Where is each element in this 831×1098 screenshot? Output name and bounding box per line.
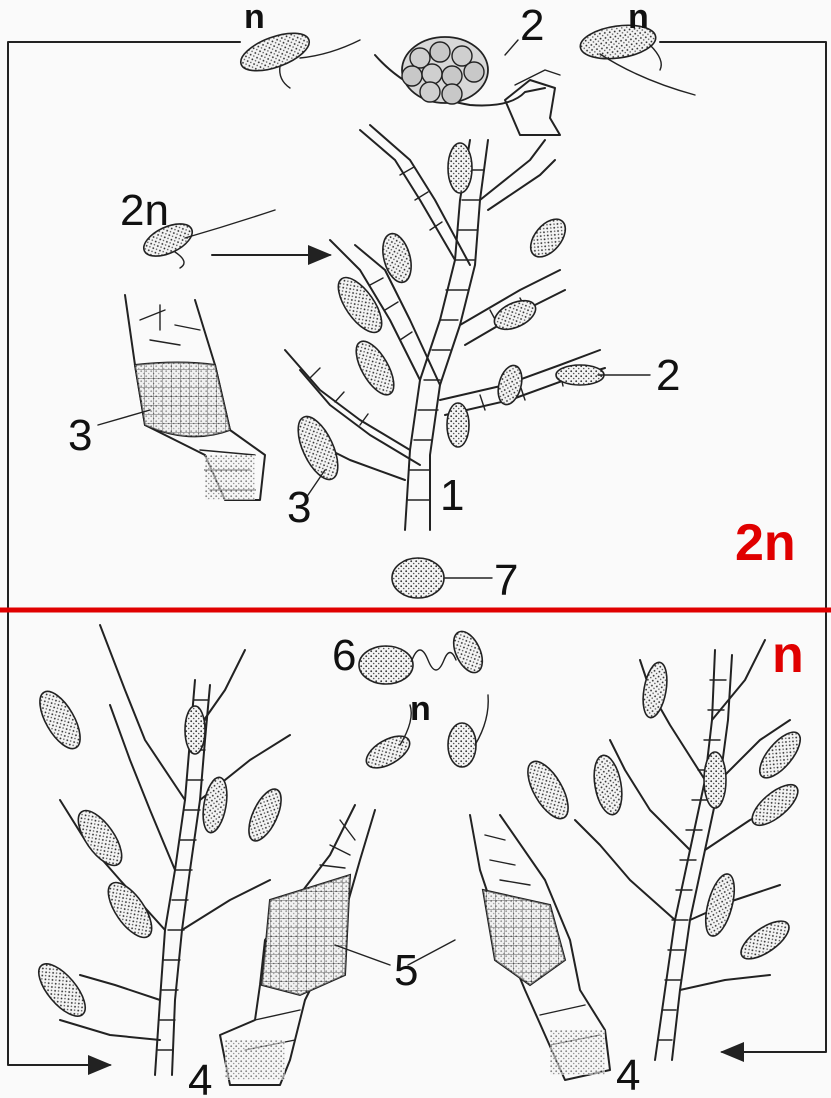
label-n-bottom: n [410,690,431,728]
gametophyte-right-sporangia [520,661,807,966]
label-n-top-left: n [244,0,265,36]
ploidy-label-upper: 2n [735,514,796,572]
label-1: 1 [440,471,464,520]
plurilocular-gametangium-right [470,815,610,1080]
plurilocular-gametangium-left [220,805,375,1085]
label-6: 6 [332,631,356,680]
label-4-right: 4 [616,1051,640,1098]
label-7: 7 [494,556,518,605]
gamete-fusion [359,627,488,684]
ploidy-label-lower: n [772,626,804,684]
gametophyte-left-sporangia [31,685,288,1023]
label-3-center: 3 [287,483,311,532]
label-2n-zoospore: 2n [120,186,169,235]
label-4-left: 4 [188,1056,212,1098]
plurilocular-sporangium-left [125,295,265,500]
label-n-top-right: n [628,0,649,36]
zygote [392,558,444,598]
gametophyte-right [575,640,790,1060]
plurilocular-sporangium-top [375,37,560,135]
label-2-top: 2 [520,1,544,50]
label-5: 5 [394,946,418,995]
label-2-right: 2 [656,351,680,400]
label-3-left: 3 [68,411,92,460]
